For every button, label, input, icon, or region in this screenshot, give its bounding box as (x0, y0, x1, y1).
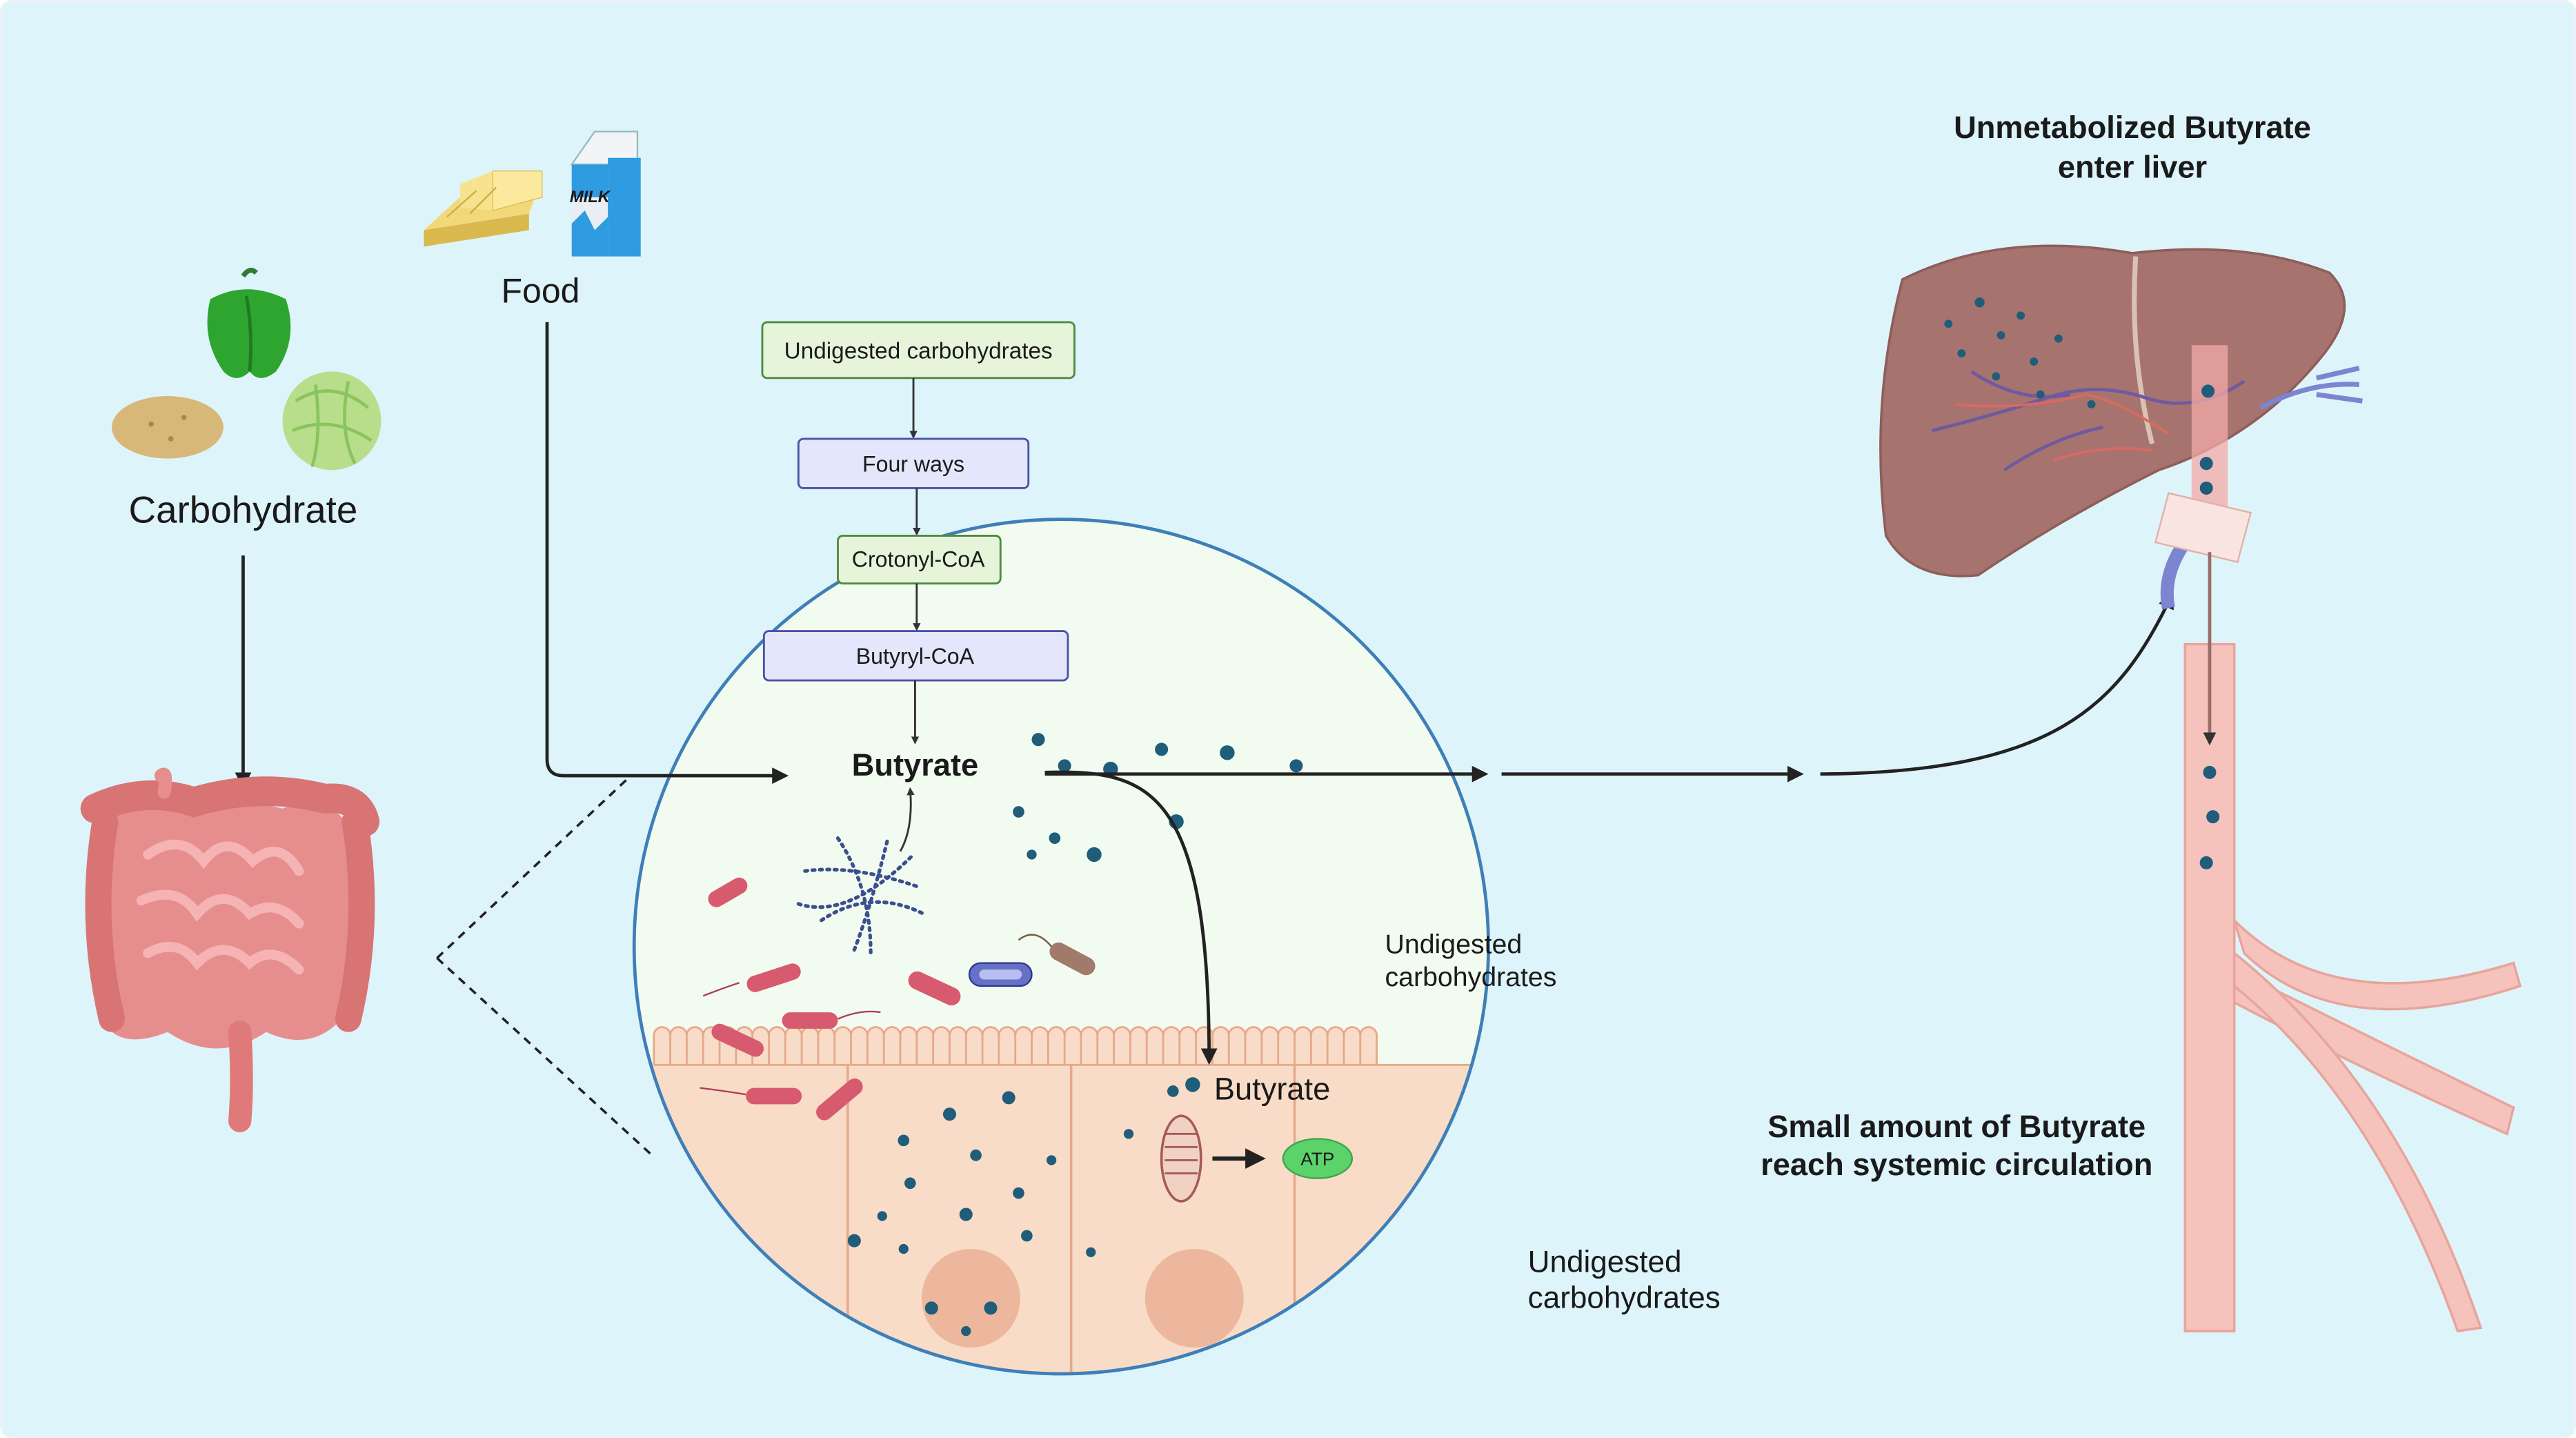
zoom-line-top (436, 774, 632, 959)
butter-icon (424, 170, 543, 247)
atp-badge (1282, 1138, 1354, 1179)
pathway-box-undigested (761, 321, 1076, 380)
pathway-label-3: Butyryl-CoA (856, 644, 975, 669)
food-label: Food (501, 271, 579, 310)
pathway-label-0: Undigested carbohydrates (784, 338, 1053, 364)
milk-carton-icon: MILK (570, 130, 641, 257)
liver-icon (1879, 244, 2363, 610)
butyrate-main-label: Butyrate (852, 747, 979, 782)
microvilli (653, 1026, 1378, 1065)
arrow-to-liver (1820, 591, 2174, 776)
bacteria-icon (700, 877, 1096, 1121)
fiber-polymer-icon (796, 836, 925, 955)
carbohydrate-label: Carbohydrate (129, 488, 358, 531)
butyrate-cell-label: Butyrate (1214, 1071, 1330, 1106)
milk-label: MILK (570, 188, 611, 206)
pathway-label-2: Crotonyl-CoA (852, 547, 985, 572)
intestine-icon (80, 767, 380, 1132)
arrow-butyrate-to-cell (1044, 770, 1218, 1065)
pathway-box-crotonyl (837, 535, 1002, 584)
potato-icon (111, 396, 224, 459)
atp-label: ATP (1300, 1149, 1334, 1170)
zoom-line-bottom (436, 957, 655, 1158)
mitochondrion-icon (1160, 1114, 1202, 1203)
arrow-food-to-butyrate (545, 322, 789, 785)
pathway-box-four-ways (797, 437, 1030, 489)
nucleus (1145, 1248, 1244, 1348)
blood-vessel-icon (2183, 552, 2522, 1333)
nucleus (921, 1248, 1020, 1348)
arrow-fiber-to-butyrate (899, 787, 915, 852)
cabbage-icon (282, 371, 382, 471)
pathway-label-1: Four ways (862, 452, 964, 477)
pepper-icon (207, 268, 291, 378)
pathway-flow: Undigested carbohydrates Four ways Croto… (761, 321, 1076, 745)
